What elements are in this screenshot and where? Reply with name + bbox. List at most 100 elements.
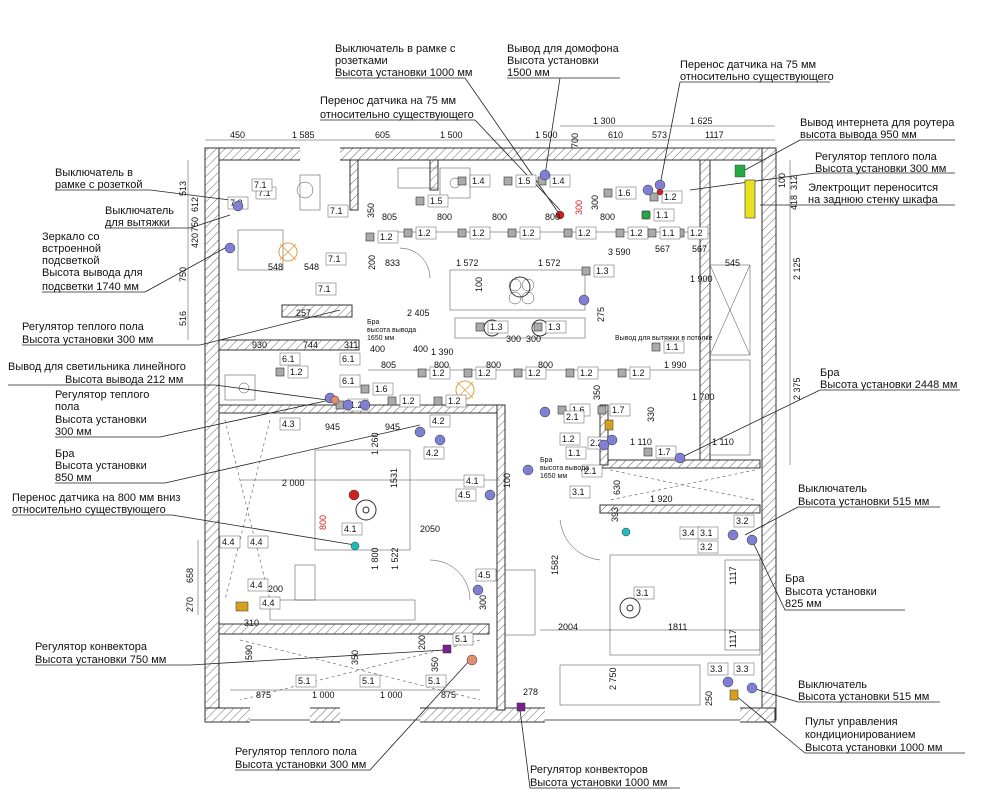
- dimension-texts: 450 1 585 605 1 500 1 500 610 573 1117 1…: [178, 116, 802, 612]
- device-point-icon: [434, 434, 446, 446]
- tag-frame: [219, 535, 241, 549]
- dim-bedroom-right-6: 1117: [728, 566, 738, 585]
- dim-bedroom-left-1: 945: [385, 422, 400, 432]
- dim-kitchen-8: 3 590: [608, 247, 631, 257]
- callout-switchboard: Электрощит переносится на заднюю стенку …: [808, 182, 941, 206]
- dim-kitchen-30: 1 390: [431, 347, 454, 357]
- tag-kitchen-0: 1.2: [418, 228, 431, 238]
- tag-kitchen-5: 1.2: [690, 228, 703, 238]
- tag-frame: [577, 366, 599, 380]
- tag-bedroom-right-2: 3.2: [736, 516, 749, 526]
- tag-frame: [559, 432, 581, 446]
- dim-bedroom-right-2: 630: [612, 480, 622, 495]
- tag-frame: [455, 488, 477, 502]
- tag-kitchen-4: 1.2: [630, 228, 643, 238]
- ac-panel-icon: [729, 689, 739, 701]
- dim-kitchen-37: 1 110: [630, 437, 652, 447]
- tag-kitchen-7: 1.2: [478, 368, 491, 378]
- tag-frame: [575, 226, 597, 240]
- device-point-icon: [522, 464, 534, 476]
- tag-kitchen-1: 1.2: [472, 228, 485, 238]
- dim-right-2: 100: [777, 173, 787, 188]
- dim-bedroom-right-0: 1 920: [650, 494, 673, 504]
- socket-box-icon: [403, 228, 413, 238]
- socket-box-icon: [603, 188, 613, 198]
- tag-frame: [733, 662, 755, 676]
- tag-bath-3: 7.1: [328, 254, 341, 264]
- dim-kitchen-35: 350: [592, 385, 602, 400]
- tag-kitchen-10: 1.3: [596, 266, 609, 276]
- dim-kitchen-26: 744: [303, 340, 318, 350]
- callout-switch-515-bottom: Выключатель Высота установки 515 мм: [798, 679, 929, 703]
- socket-box-icon: [651, 342, 661, 352]
- tag-bath-6: 6.1: [282, 354, 295, 364]
- tag-bedroom-right-6: 3.3: [736, 664, 749, 674]
- tag-frame: [415, 226, 437, 240]
- leader-lines: [8, 77, 965, 789]
- dim-bottom-1: 1 000: [312, 690, 335, 700]
- tag-frame: [425, 674, 447, 688]
- dim-top-6: 573: [652, 130, 667, 140]
- dim-bedroom-left-0: 945: [325, 422, 340, 432]
- tag-hall-2: 2.2: [590, 438, 603, 448]
- tag-frame: [615, 186, 637, 200]
- socket-box-icon: [417, 368, 427, 378]
- dim-bottom-7: 300: [478, 595, 488, 610]
- dim-right-4: 418: [789, 195, 799, 210]
- device-point-icon: [621, 527, 631, 537]
- socket-box-icon: [643, 447, 653, 457]
- device-point-icon: [359, 399, 371, 411]
- tag-frame: [475, 366, 497, 380]
- sensor-offset-800: 800: [318, 515, 328, 530]
- dim-bedroom-left-3: 2 000: [282, 478, 305, 488]
- dim-kitchen-36: 330: [646, 407, 656, 422]
- tag-kitchen-23: 1.2: [528, 368, 541, 378]
- device-point-icon: [642, 184, 654, 196]
- dim-left-1: 612: [190, 197, 200, 212]
- dim-kitchen-22: 548: [268, 262, 283, 272]
- dim-kitchen-39: 700: [570, 133, 580, 148]
- tag-frame: [569, 485, 591, 499]
- dim-bottom-4: 590: [244, 645, 254, 660]
- dim-kitchen-18: 100: [474, 277, 484, 292]
- tag-frame: [372, 382, 394, 396]
- device-point-icon: [606, 434, 618, 446]
- convector-regulator-icon: [442, 644, 452, 654]
- tag-bedroom-left-0: 4.3: [282, 419, 295, 429]
- tag-bedroom-right-0: 3.4: [682, 528, 695, 538]
- tag-kitchen-18: 1.2: [664, 192, 677, 202]
- tag-hall-0: 2.1: [566, 412, 579, 422]
- socket-box-icon: [463, 368, 473, 378]
- socket-box-icon: [563, 228, 573, 238]
- dim-top-5: 610: [608, 130, 623, 140]
- tag-kitchen-6: 1.2: [432, 368, 445, 378]
- dim-left-7: 270: [185, 597, 195, 612]
- tag-frame: [327, 204, 349, 218]
- dim-kitchen-28: 400: [370, 344, 385, 354]
- tag-kitchen-15: 1.5: [430, 196, 443, 206]
- dimension-lines: [187, 125, 791, 691]
- regulator-icon: [604, 419, 614, 431]
- socket-box-icon: [533, 322, 543, 332]
- tag-frame: [377, 230, 399, 244]
- socket-box-icon: [433, 396, 443, 406]
- dim-top-9: 1 625: [690, 116, 713, 126]
- device-point-icon: [224, 242, 236, 254]
- tag-frame: [399, 394, 421, 408]
- dim-bedroom-right-8: 278: [523, 687, 538, 697]
- tag-frame: [469, 174, 491, 188]
- tag-bedroom-left-9: 4.4: [222, 537, 235, 547]
- socket-box-icon: [615, 228, 625, 238]
- tag-bedroom-right-5: 3.3: [710, 664, 723, 674]
- tag-kitchen-9: 1.1: [656, 210, 669, 220]
- tag-bedroom-right-3: 3.2: [700, 542, 713, 552]
- callout-sconce-825: Бра Высота установки 825 мм: [785, 573, 880, 610]
- tag-frame: [515, 174, 537, 188]
- floor-heating-regulator-icon: [235, 601, 249, 612]
- tag-frame: [247, 535, 269, 549]
- tag-frame: [697, 526, 719, 540]
- dim-bedroom-left-11: 350: [350, 650, 360, 665]
- callout-internet: Вывод интернета для роутера высота вывод…: [800, 117, 957, 141]
- socket-box-icon: [415, 196, 425, 206]
- tag-frame: [339, 352, 361, 366]
